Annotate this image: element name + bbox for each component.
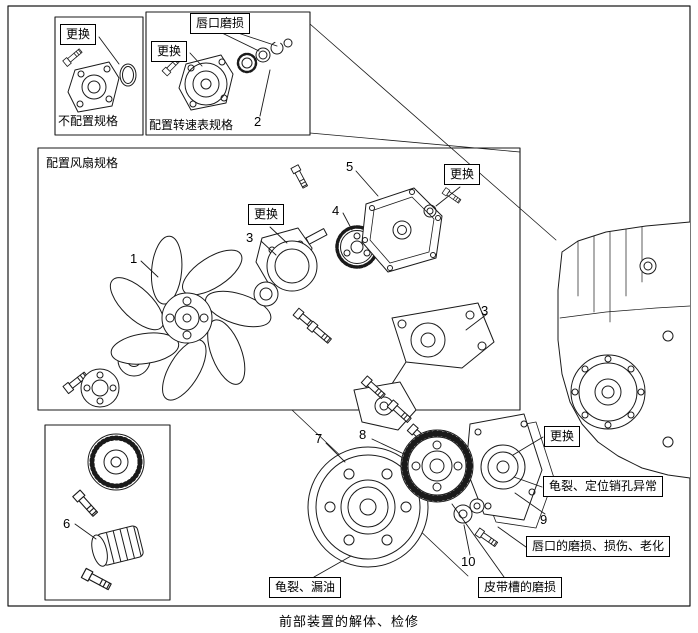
lip-wear-label: 唇口磨损 bbox=[190, 13, 251, 34]
callout-5: 5 bbox=[346, 159, 354, 174]
washer-bolt-drawing bbox=[453, 498, 499, 549]
replace-label-gasket: 更换 bbox=[544, 426, 581, 447]
bolt-drawing bbox=[441, 187, 462, 205]
callout-3-water-pump: 3 bbox=[246, 230, 254, 245]
callout-8: 8 bbox=[359, 427, 367, 442]
callout-6: 6 bbox=[63, 516, 71, 531]
damper-pulley-drawing bbox=[307, 446, 429, 568]
o-ring-drawing bbox=[119, 63, 137, 87]
fan-spec-label: 配置风扇规格 bbox=[46, 156, 119, 170]
bolt-drawing bbox=[474, 527, 499, 549]
callout-4: 4 bbox=[332, 203, 340, 218]
grooved-pulley-drawing bbox=[400, 429, 474, 503]
fan-spec-panel bbox=[37, 147, 521, 411]
no-config-spec-label: 不配置规格 bbox=[58, 114, 119, 128]
lip-wear-damage-aging-label: 唇口的磨损、损伤、老化 bbox=[526, 536, 671, 557]
rotor-gear-drawing bbox=[236, 52, 258, 74]
grooved-hub-drawing bbox=[91, 525, 144, 567]
tachometer-pump-drawing bbox=[161, 38, 293, 111]
replace-label-cover: 更换 bbox=[444, 164, 481, 185]
leader-lines bbox=[74, 32, 546, 578]
replace-label-water-pump: 更换 bbox=[248, 204, 285, 225]
fan-drawing bbox=[109, 235, 272, 401]
flange-oring-drawing bbox=[62, 47, 137, 113]
callout-3-bracket: 3 bbox=[481, 303, 489, 318]
figure-caption: 前部装置的解体、检修 bbox=[278, 614, 419, 629]
callout-9: 9 bbox=[540, 512, 548, 527]
replace-label-tachometer: 更换 bbox=[151, 41, 188, 62]
callout-1: 1 bbox=[130, 251, 138, 266]
snap-ring-drawing bbox=[270, 41, 284, 55]
bolt-drawing bbox=[290, 164, 310, 190]
seal-drawing bbox=[255, 47, 271, 63]
belt-groove-wear-label: 皮带槽的磨损 bbox=[478, 577, 563, 598]
bolt-drawing bbox=[306, 320, 333, 345]
crack-pin-hole-label: 龟裂、定位销孔异常 bbox=[543, 476, 664, 497]
tachometer-spec-label: 配置转速表规格 bbox=[149, 118, 234, 132]
bracket-drawing bbox=[353, 302, 495, 431]
engine-block-drawing bbox=[557, 221, 691, 479]
crack-oil-leak-label: 龟裂、漏油 bbox=[269, 577, 342, 598]
washer-drawing bbox=[283, 38, 293, 48]
cover-plate-drawing bbox=[361, 187, 462, 273]
callout-10: 10 bbox=[461, 554, 476, 569]
callout-7: 7 bbox=[315, 431, 323, 446]
replace-label-no-config: 更换 bbox=[60, 24, 97, 45]
crank-pulley-drawing bbox=[72, 433, 145, 592]
callout-2: 2 bbox=[254, 114, 262, 129]
seal-drawing bbox=[423, 204, 437, 218]
water-pump-drawing bbox=[253, 164, 333, 345]
